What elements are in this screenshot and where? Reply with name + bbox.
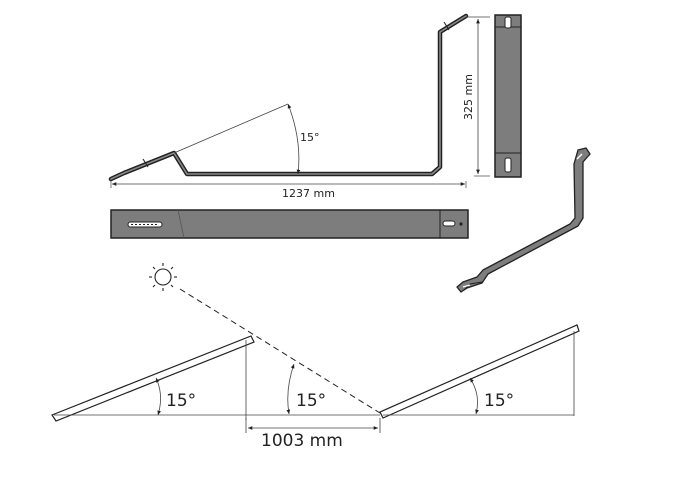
panel-row-right: 15° <box>379 324 580 419</box>
sun-ray-line <box>179 288 381 414</box>
bracket-height-dimension: 325 mm <box>462 16 490 177</box>
bracket-angle-label: 15° <box>300 131 320 144</box>
bracket-length-label: 1237 mm <box>282 187 335 200</box>
bracket-top-view <box>110 209 469 239</box>
bracket-front-view <box>494 14 522 178</box>
row-angle-left-label: 15° <box>166 391 196 411</box>
bracket-length-dimension: 1237 mm <box>110 181 467 200</box>
row-spacing-label: 1003 mm <box>261 431 343 451</box>
sun-angle-guide: 15° <box>246 363 380 416</box>
bracket-side-profile <box>108 13 469 182</box>
panel-row-left: 15° <box>51 335 255 422</box>
bracket-isometric-view <box>456 147 591 293</box>
row-angle-right-label: 15° <box>484 391 514 411</box>
sun-icon <box>149 263 177 291</box>
row-spacing-dimension: 1003 mm <box>245 418 381 451</box>
sun-angle-label: 15° <box>296 391 326 411</box>
bracket-angle-guide: 15° <box>173 103 320 175</box>
bracket-height-label: 325 mm <box>462 74 475 120</box>
